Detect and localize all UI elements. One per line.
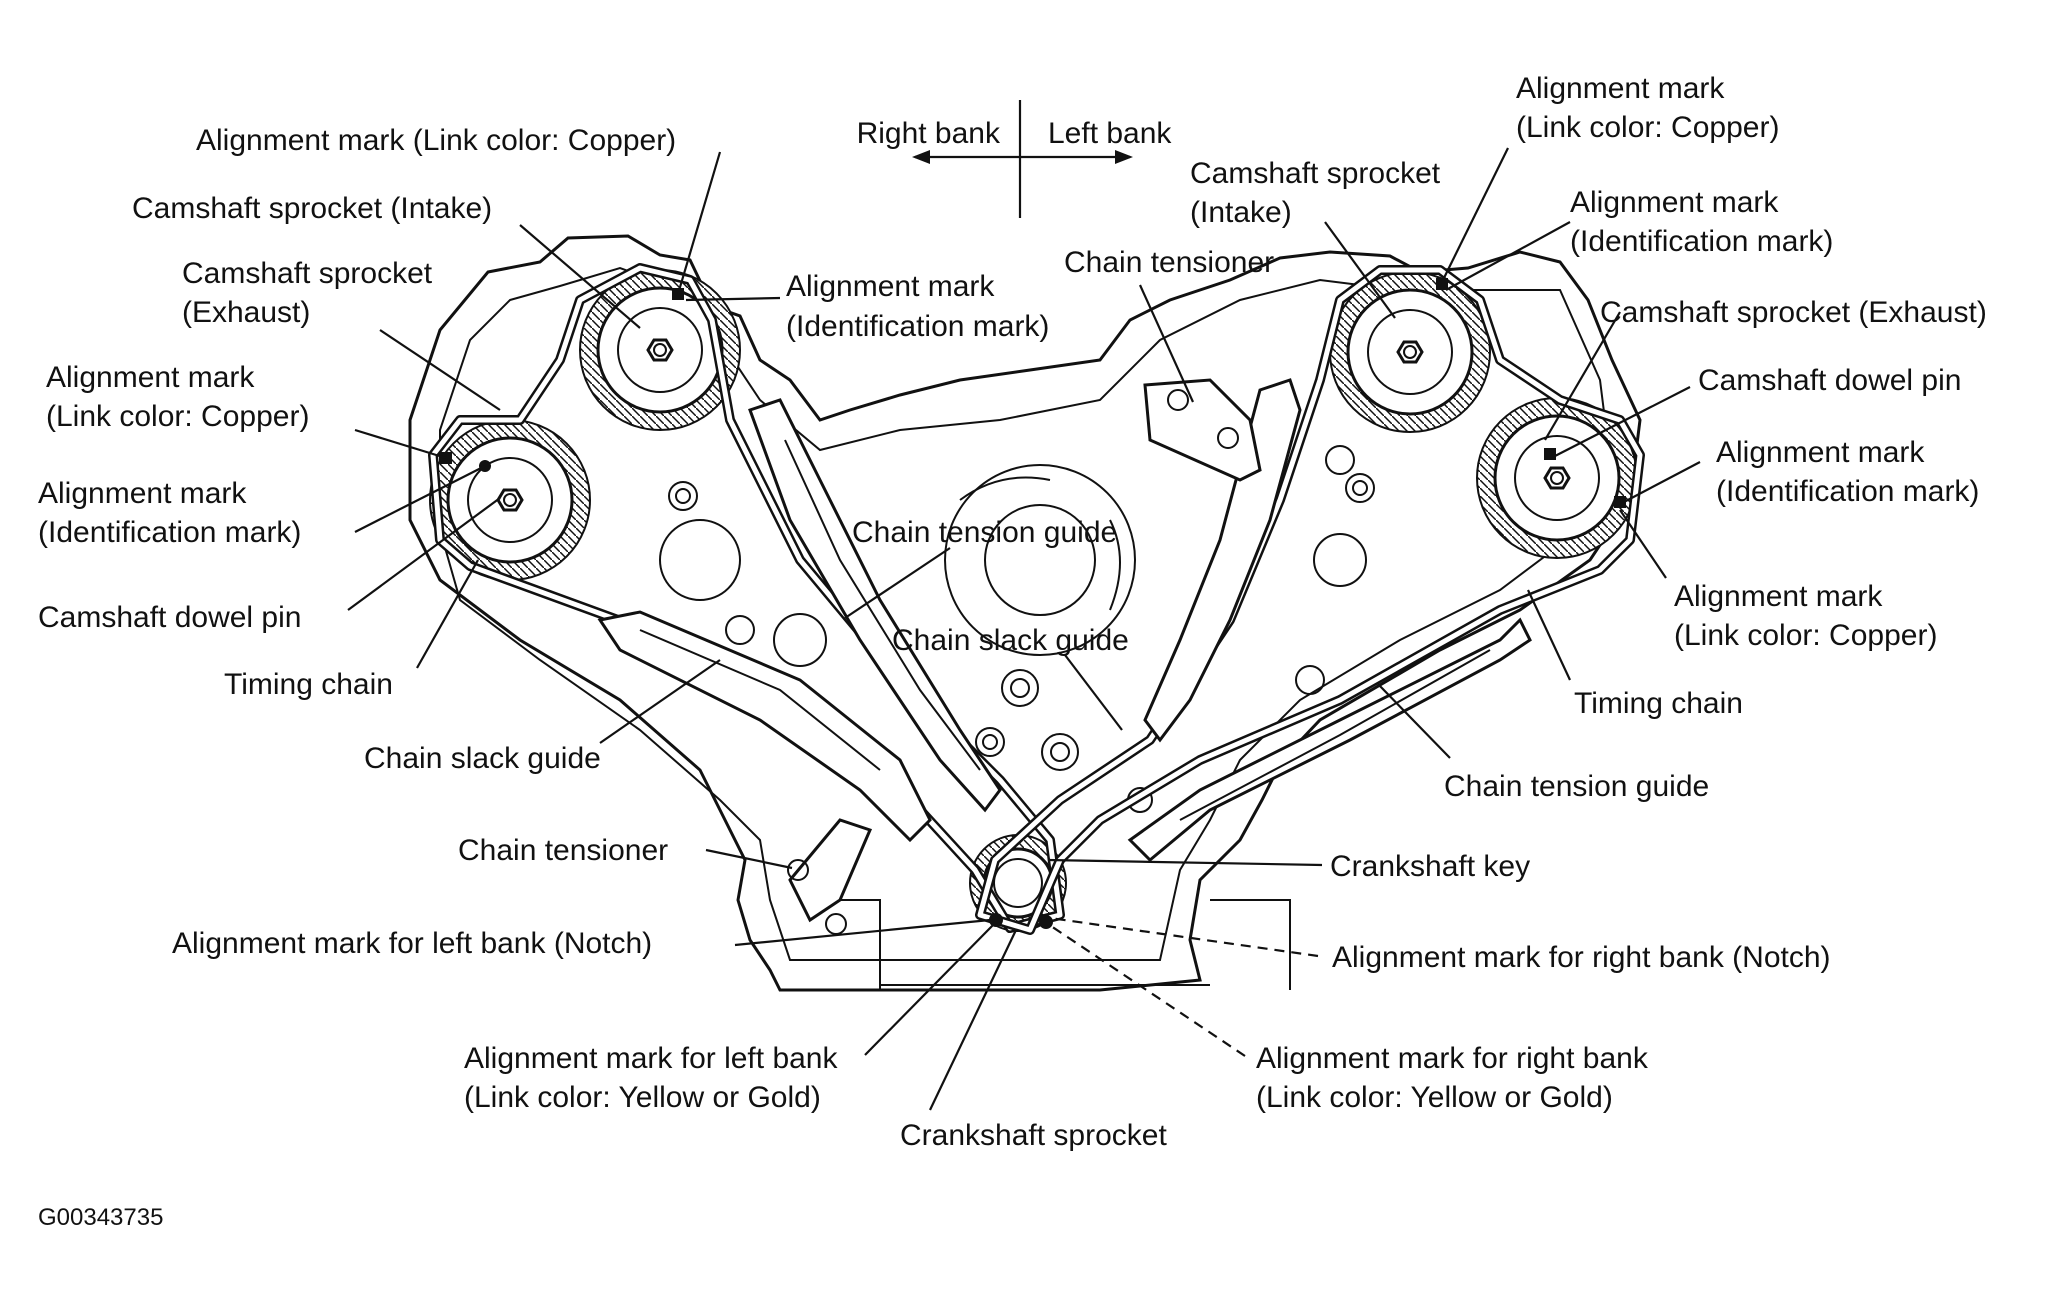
- engine-inner-outline: [439, 266, 1612, 961]
- label-dowel-left: Camshaft dowel pin: [38, 601, 301, 634]
- label-cam-exhaust-left-1: Camshaft sprocket: [182, 257, 433, 290]
- label-align-copper-top-right-2: (Link color: Copper): [1516, 111, 1779, 144]
- label-align-right-yellow-2: (Link color: Yellow or Gold): [1256, 1081, 1613, 1114]
- label-cam-intake-right-2: (Intake): [1190, 196, 1292, 229]
- label-align-ident-left-2: (Identification mark): [38, 516, 301, 549]
- label-align-right-yellow-1: Alignment mark for right bank: [1256, 1042, 1649, 1075]
- label-timing-chain-left: Timing chain: [224, 668, 393, 701]
- figure-code: G00343735: [38, 1204, 163, 1231]
- label-tension-guide-right: Chain tension guide: [1444, 770, 1709, 803]
- label-align-copper-right-2: (Link color: Copper): [1674, 619, 1937, 652]
- label-cam-intake-right-1: Camshaft sprocket: [1190, 157, 1441, 190]
- left-bank-label: Left bank: [1048, 117, 1172, 150]
- bank-direction-indicator: Right bank Left bank: [857, 100, 1172, 218]
- center-boss: [944, 464, 1136, 656]
- leader-lines: [347, 147, 1701, 1111]
- alignment-mark-points: [440, 278, 1626, 929]
- engine-drawing: [408, 234, 1645, 992]
- right-bank-label: Right bank: [857, 117, 1001, 150]
- label-dowel-right: Camshaft dowel pin: [1698, 364, 1961, 397]
- label-timing-chain-right: Timing chain: [1574, 687, 1743, 720]
- label-align-copper-left-1: Alignment mark: [46, 361, 255, 394]
- label-align-ident-center-1: Alignment mark: [786, 270, 995, 303]
- label-align-ident-top-right-1: Alignment mark: [1570, 186, 1779, 219]
- label-cam-exhaust-left-2: (Exhaust): [182, 296, 310, 329]
- label-cam-exhaust-right: Camshaft sprocket (Exhaust): [1600, 296, 1987, 329]
- label-align-left-yellow-1: Alignment mark for left bank: [464, 1042, 838, 1075]
- label-align-ident-right-1: Alignment mark: [1716, 436, 1925, 469]
- label-align-copper-left-2: (Link color: Copper): [46, 400, 309, 433]
- label-slack-guide-center: Chain slack guide: [892, 624, 1129, 657]
- label-align-ident-top-right-2: (Identification mark): [1570, 225, 1833, 258]
- label-crank-key: Crankshaft key: [1330, 850, 1530, 883]
- label-cam-intake-left: Camshaft sprocket (Intake): [132, 192, 492, 225]
- label-tensioner-right: Chain tensioner: [1064, 246, 1274, 279]
- label-align-ident-left-1: Alignment mark: [38, 477, 247, 510]
- label-crank-sprocket: Crankshaft sprocket: [900, 1119, 1167, 1152]
- label-tensioner-left: Chain tensioner: [458, 834, 668, 867]
- label-align-left-yellow-2: (Link color: Yellow or Gold): [464, 1081, 821, 1114]
- label-slack-guide-left: Chain slack guide: [364, 742, 601, 775]
- label-tension-guide-center: Chain tension guide: [852, 516, 1117, 549]
- callout-labels: Alignment mark (Link color: Copper) Cams…: [38, 72, 1987, 1152]
- label-align-ident-right-2: (Identification mark): [1716, 475, 1979, 508]
- label-align-right-notch: Alignment mark for right bank (Notch): [1332, 941, 1831, 974]
- label-align-ident-center-2: (Identification mark): [786, 310, 1049, 343]
- right-intake-sprocket: [1329, 271, 1491, 433]
- label-align-left-notch: Alignment mark for left bank (Notch): [172, 927, 652, 960]
- label-align-copper-right-1: Alignment mark: [1674, 580, 1883, 613]
- label-align-copper-top-right-1: Alignment mark: [1516, 72, 1725, 105]
- chain-tensioners: [787, 378, 1262, 935]
- label-align-copper-top-left: Alignment mark (Link color: Copper): [196, 124, 676, 157]
